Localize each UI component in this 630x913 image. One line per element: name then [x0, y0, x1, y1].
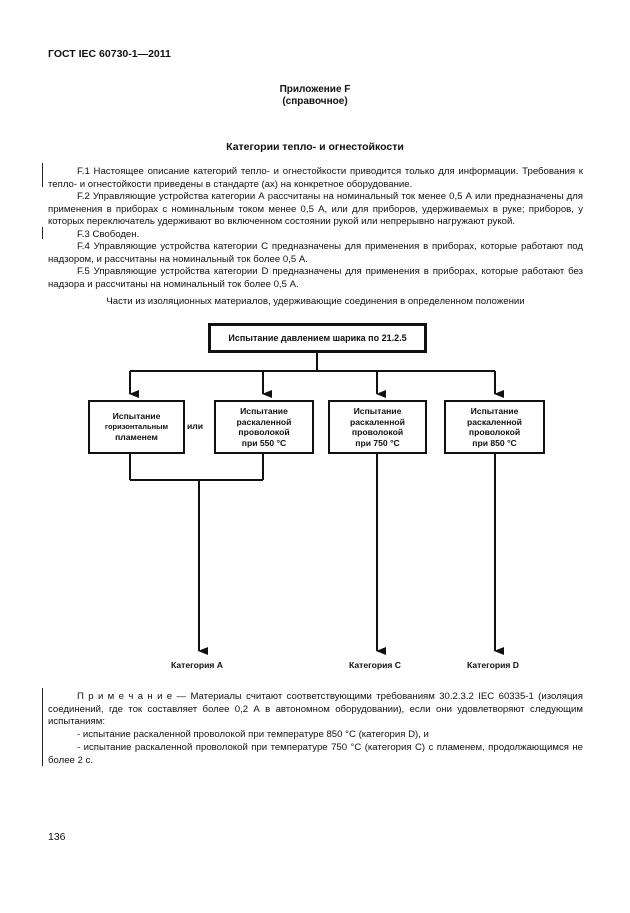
box2-line1: Испытание: [240, 406, 288, 416]
paragraph-f4: F.4 Управляющие устройства категории С п…: [48, 241, 583, 265]
box2-line4: при 550 °С: [241, 437, 287, 448]
section-title: Категории тепло- и огнестойкости: [226, 141, 404, 153]
glow-wire-550-box: Испытание раскаленной проволокой при 550…: [214, 400, 314, 454]
note-item-1: - испытание раскаленной проволокой при т…: [77, 729, 429, 741]
paragraph-f5: F.5 Управляющие устройства категории D п…: [48, 266, 583, 290]
paragraph-f1: F.1 Настоящее описание категорий тепло- …: [48, 166, 583, 190]
box1-line2: горизонтальным: [104, 421, 169, 431]
box3-line2: раскаленной: [350, 416, 405, 427]
box3-line1: Испытание: [353, 406, 402, 416]
box4-line3: проволокой: [468, 427, 521, 437]
ball-pressure-test-label: Испытание давлением шарика по 21.2.5: [228, 332, 407, 343]
box3-line4: при 750 °С: [355, 437, 400, 448]
glow-wire-750-box: Испытание раскаленной проволокой при 750…: [328, 400, 427, 454]
category-d-label: Категория D: [467, 660, 519, 670]
annex-heading: Приложение F (справочное): [0, 84, 630, 108]
box4-line2: раскаленной: [467, 416, 522, 427]
or-label: или: [187, 421, 204, 431]
category-c-label: Категория С: [349, 660, 401, 670]
box1-line3: пламенем: [115, 432, 158, 443]
category-a-label: Категория А: [171, 660, 223, 670]
box2-line2: раскаленной: [236, 416, 292, 427]
revision-bar: [42, 688, 43, 766]
box2-line3: проволокой: [238, 427, 290, 437]
paragraph-f2: F.2 Управляющие устройства категории А р…: [48, 191, 583, 228]
box3-line3: проволокой: [351, 427, 404, 437]
standard-header: ГОСТ IEC 60730-1—2011: [48, 48, 171, 60]
revision-bar: [42, 227, 43, 239]
diagram-title: Части из изоляционных материалов, удержи…: [106, 296, 525, 307]
note-block: П р и м е ч а н и е — Материалы считают …: [48, 691, 583, 767]
revision-bar: [42, 163, 43, 187]
glow-wire-850-box: Испытание раскаленной проволокой при 850…: [444, 400, 545, 454]
page-number: 136: [48, 831, 66, 843]
annex-subtitle: (справочное): [282, 96, 348, 107]
horizontal-flame-test-box: Испытание горизонтальным пламенем: [88, 400, 185, 454]
annex-title: Приложение F: [279, 84, 351, 95]
box4-line1: Испытание: [470, 406, 519, 416]
note-item-2: - испытание раскаленной проволокой при т…: [48, 741, 583, 766]
note-lead: П р и м е ч а н и е — Материалы считают …: [48, 691, 583, 728]
box4-line4: при 850 °С: [472, 437, 517, 448]
paragraph-f3: F.3 Свободен.: [77, 229, 140, 240]
box1-line1: Испытание: [112, 411, 161, 422]
ball-pressure-test-box: Испытание давлением шарика по 21.2.5: [208, 323, 427, 353]
